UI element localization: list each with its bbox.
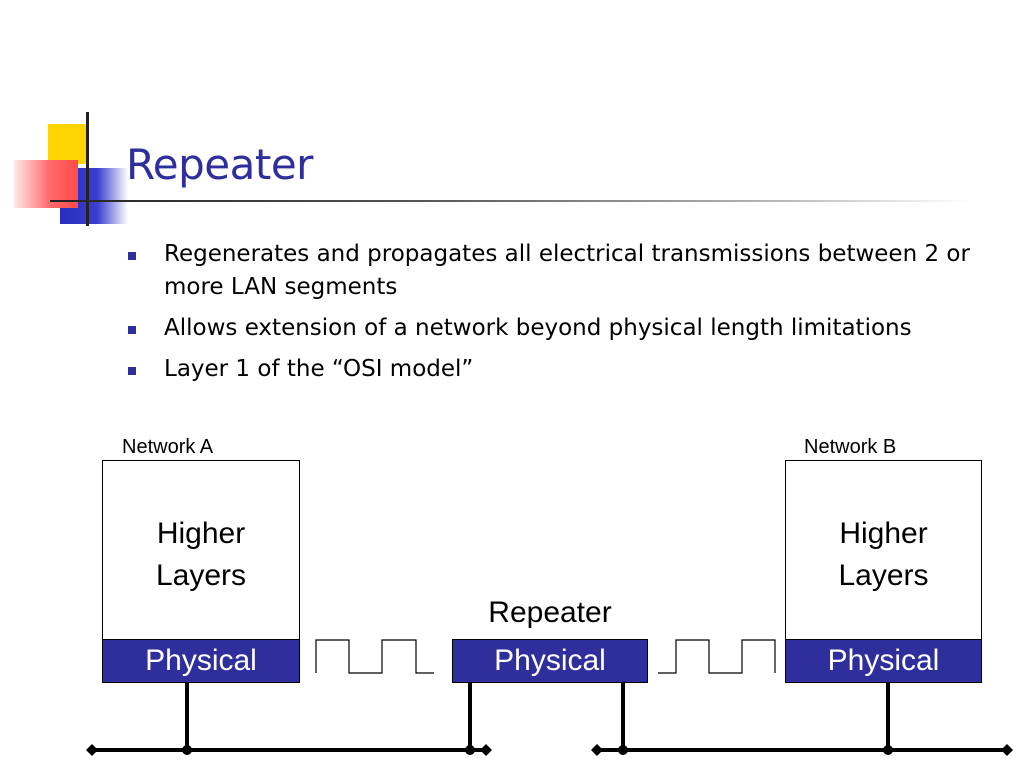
bullet-item: Allows extension of a network beyond phy… [128,312,1008,345]
network-a-higher-layers-text: Higher Layers [103,513,299,597]
bullet-list: Regenerates and propagates all electrica… [128,238,1008,394]
network-b-higher-layers-text: Higher Layers [786,513,981,597]
junction-dot [465,745,475,755]
title-underline [50,200,970,202]
junction-dot [883,745,893,755]
junction-dot [182,745,192,755]
repeater-label: Repeater [488,596,612,629]
layers-text: Layers [155,559,247,592]
bullet-text: Allows extension of a network beyond phy… [164,315,912,341]
layers-text: Layers [838,559,929,592]
bullet-text: Regenerates and propagates all electrica… [164,241,970,300]
repeater-physical-layer: Physical [452,639,648,683]
bullet-square-icon [128,326,136,334]
decor-vertical-line [86,112,89,226]
junction-dot [618,745,628,755]
network-b-higher-layers-box: Higher Layers [785,460,982,640]
bullet-square-icon [128,252,136,260]
network-a-physical-layer: Physical [102,639,300,683]
bullet-square-icon [128,367,136,375]
decor-yellow-square [48,124,88,164]
signal-wave-left [315,639,434,674]
bullet-item: Regenerates and propagates all electrica… [128,238,1008,304]
bullet-item: Layer 1 of the “OSI model” [128,353,1008,386]
bus-a-left-end-diamond [86,744,98,756]
bus-a-right-end-diamond [480,744,492,756]
higher-text: Higher [839,517,928,550]
bus-b-left-end-diamond [591,744,603,756]
slide-title: Repeater [126,140,313,189]
network-b-label: Network B [804,436,897,458]
network-b-physical-layer: Physical [785,639,982,683]
bullet-text: Layer 1 of the “OSI model” [164,356,474,382]
network-a-label: Network A [122,436,214,458]
network-a-higher-layers-box: Higher Layers [102,460,300,640]
bus-b-right-end-diamond [1001,744,1013,756]
higher-text: Higher [156,517,246,550]
signal-wave-right [658,639,776,674]
